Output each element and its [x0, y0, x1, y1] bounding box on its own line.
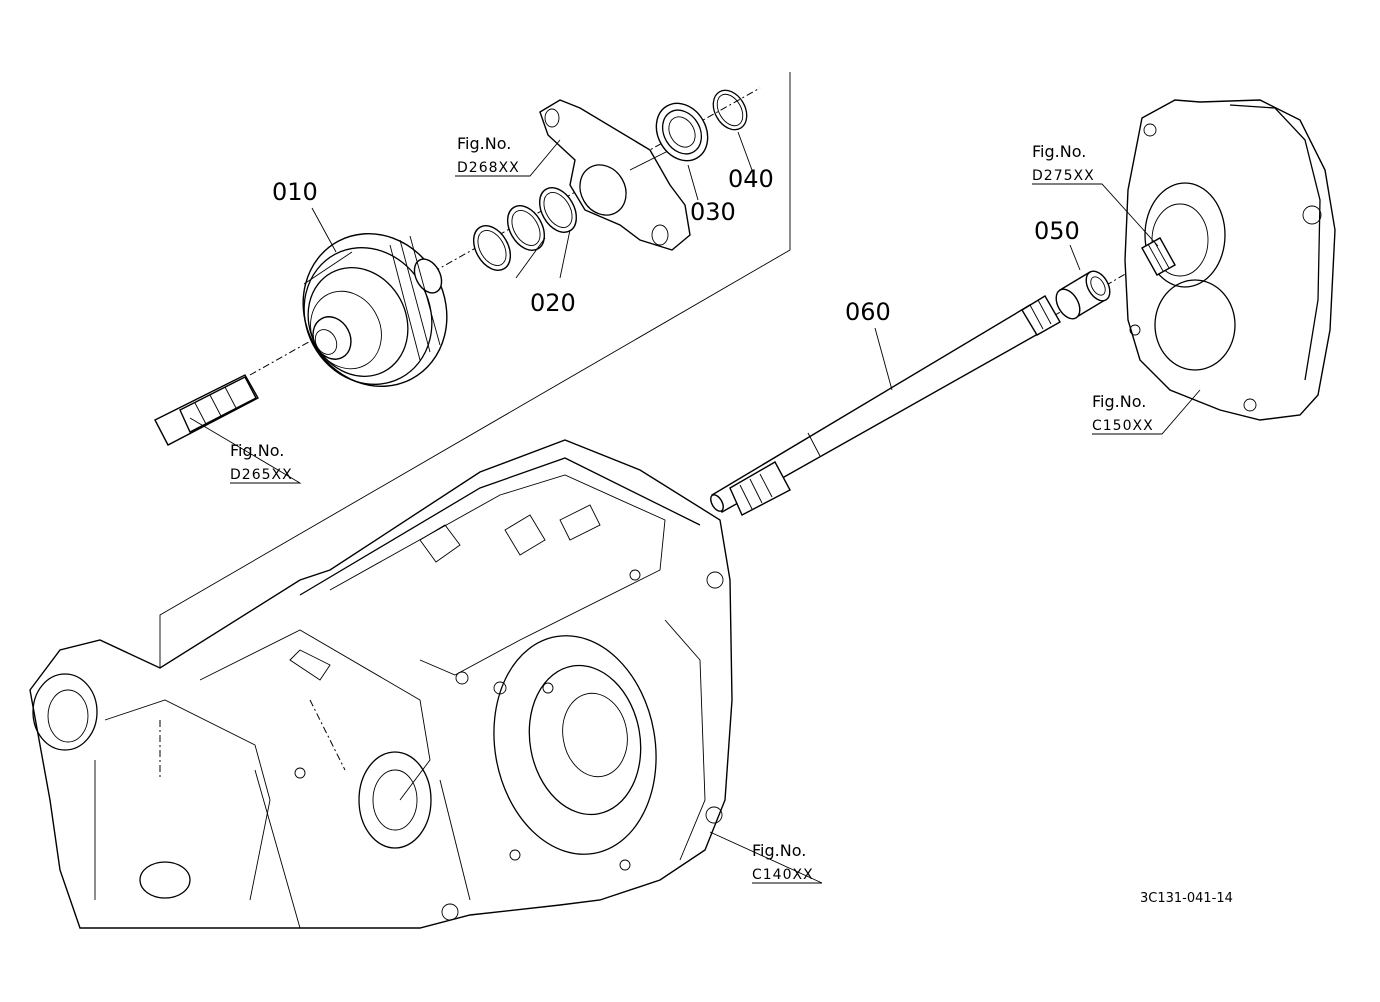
callout-labels: 010 020 030 040 050 060	[272, 165, 1080, 326]
shaft-part-060	[710, 295, 1061, 516]
figure-reference-c140xx: Fig.No. C140XX	[752, 841, 814, 883]
fig-code: C150XX	[1092, 418, 1154, 434]
drawing-code: 3C131-041-14	[1140, 891, 1233, 906]
fig-code: C140XX	[752, 867, 814, 883]
callout-040: 040	[728, 165, 774, 193]
fig-prefix: Fig.No.	[230, 441, 284, 460]
figure-reference-d265xx: Fig.No. D265XX	[230, 441, 293, 483]
callout-050: 050	[1034, 217, 1080, 245]
fig-code: D275XX	[1032, 168, 1095, 184]
bearing-part-030	[655, 102, 709, 162]
callout-060: 060	[845, 298, 891, 326]
seal-rings-part-020	[472, 187, 578, 271]
figure-reference-c150xx: Fig.No. C150XX	[1092, 392, 1154, 434]
fig-prefix: Fig.No.	[457, 134, 511, 153]
clutch-pack-part-010	[302, 232, 448, 388]
input-shaft	[154, 374, 259, 446]
snap-ring-part-040	[712, 89, 748, 131]
transmission-case	[29, 439, 733, 929]
figure-reference-d268xx: Fig.No. D268XX	[457, 134, 520, 176]
fig-prefix: Fig.No.	[752, 841, 806, 860]
bushing-part-050	[1055, 270, 1111, 320]
fig-prefix: Fig.No.	[1032, 142, 1086, 161]
figure-reference-d275xx: Fig.No. D275XX	[1032, 142, 1095, 184]
fig-code: D265XX	[230, 467, 293, 483]
fig-code: D268XX	[457, 160, 520, 176]
lever-bracket	[539, 99, 691, 251]
fig-prefix: Fig.No.	[1092, 392, 1146, 411]
rear-cover-housing	[1124, 99, 1336, 421]
callout-010: 010	[272, 178, 318, 206]
leader-lines	[189, 131, 1201, 884]
callout-020: 020	[530, 289, 576, 317]
callout-030: 030	[690, 198, 736, 226]
